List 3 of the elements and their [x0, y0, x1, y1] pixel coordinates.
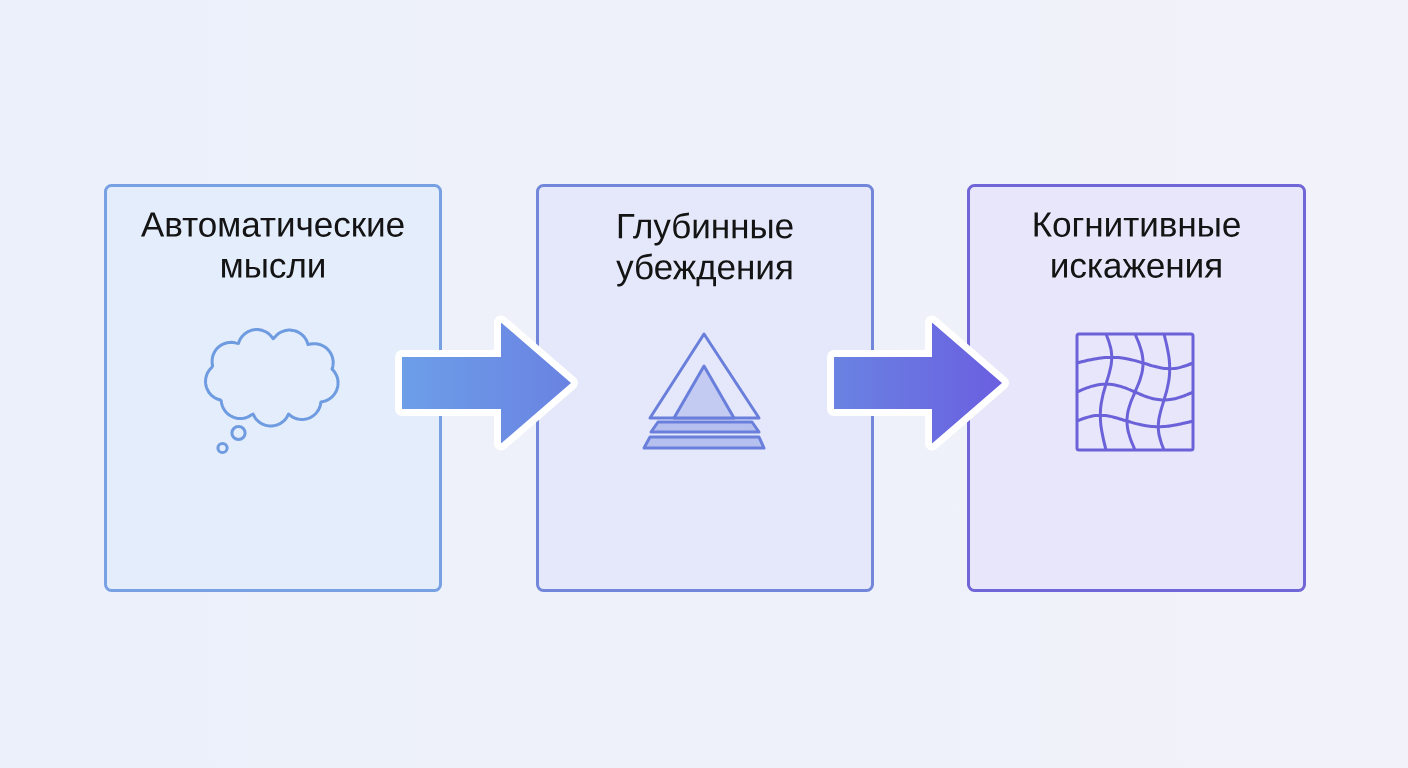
- process-box: Глубинные убеждения: [536, 184, 874, 592]
- process-box: Автоматические мысли: [104, 184, 442, 592]
- process-box: Когнитивные искажения: [967, 184, 1306, 592]
